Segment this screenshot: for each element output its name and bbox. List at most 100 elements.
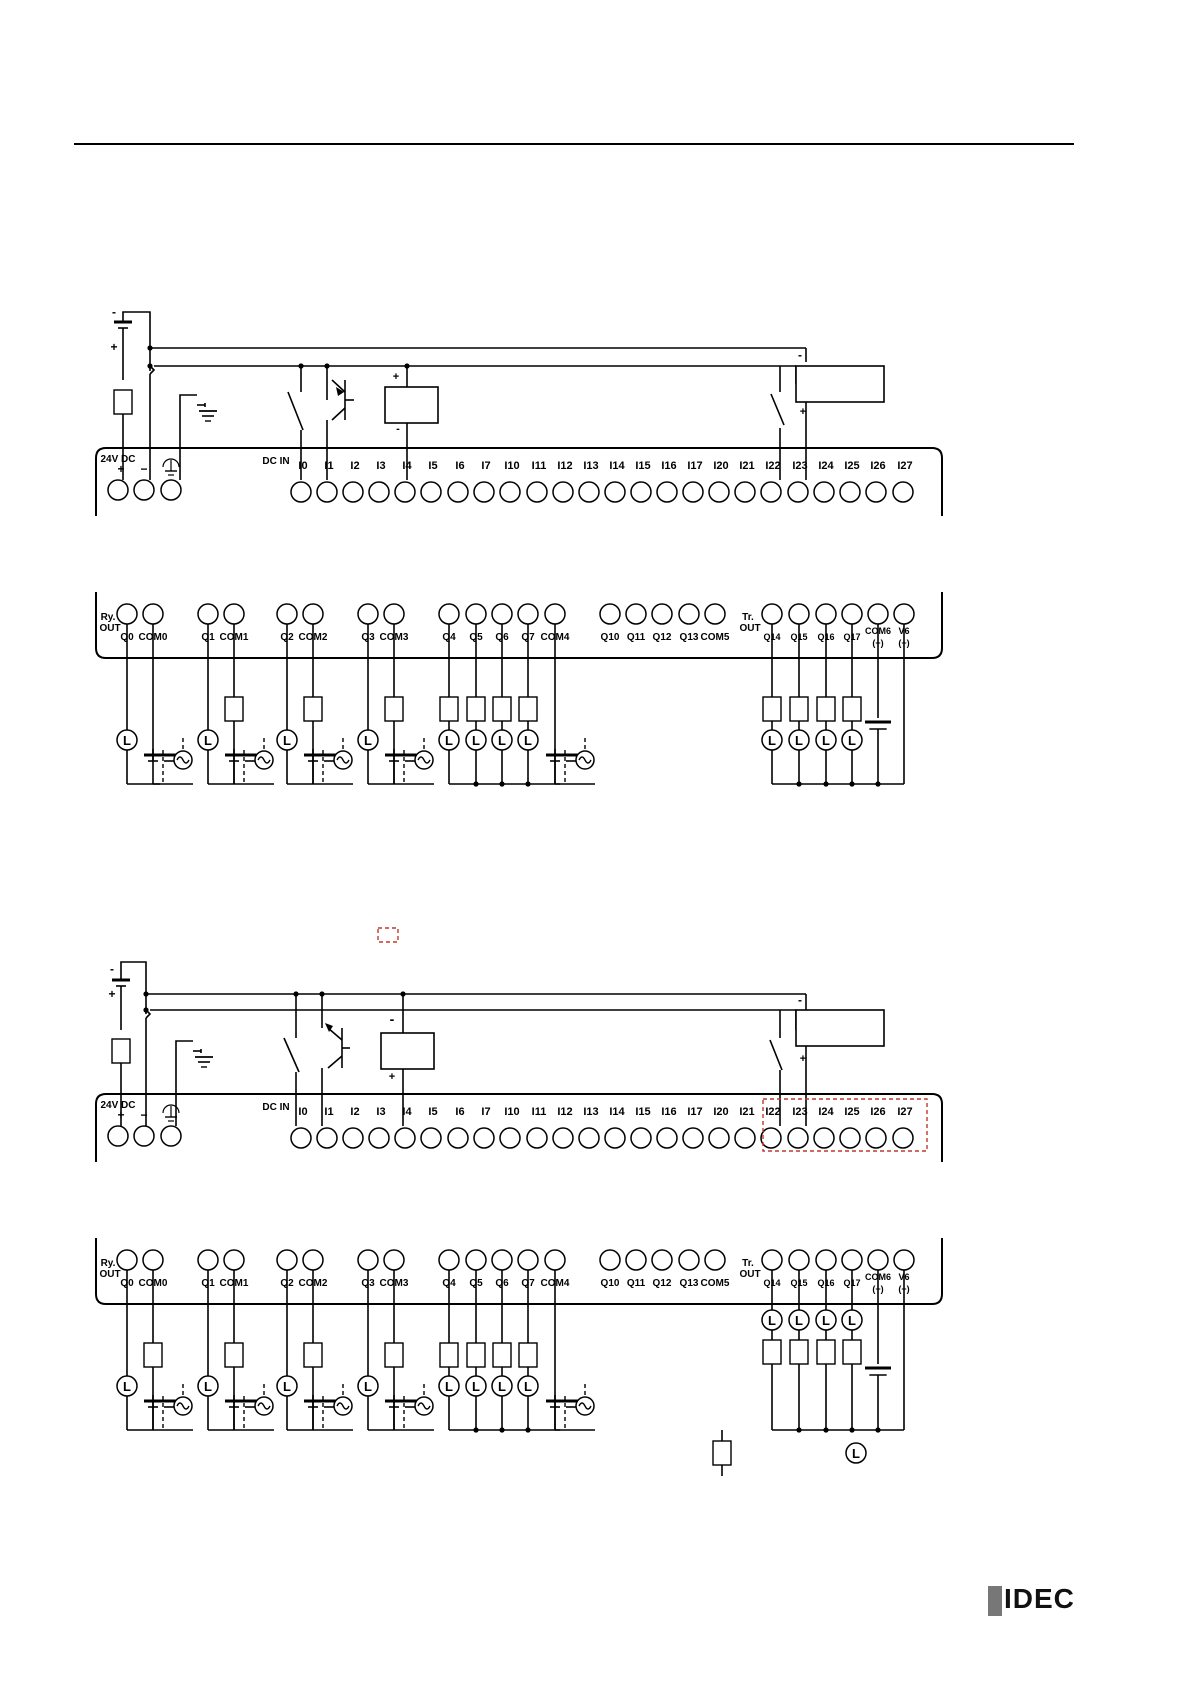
relay-output-terminal (517, 603, 539, 625)
relay-output-terminal (223, 1249, 245, 1271)
fuse-symbol (384, 1342, 404, 1368)
lamp-symbol (517, 1375, 539, 1397)
relay-output-label: Q3 (361, 632, 375, 643)
input-terminal (865, 481, 887, 503)
input-label: I12 (557, 460, 572, 472)
relay-output-label: Q4 (442, 632, 456, 643)
lamp-symbol (116, 1375, 138, 1397)
lamp-label: L (822, 1313, 830, 1328)
input-label: I21 (739, 460, 754, 472)
input-terminal (708, 481, 730, 503)
components (95, 345, 943, 1466)
junction-dot (147, 345, 153, 351)
fuse-symbol (384, 696, 404, 722)
dc-in-label: DC IN (262, 1102, 289, 1113)
wire (327, 1055, 343, 1069)
battery-minus-label: - (110, 962, 114, 976)
input-label: I26 (870, 460, 885, 472)
input-label: I5 (428, 460, 437, 472)
fuse-symbol (518, 696, 538, 722)
junction-dot (147, 363, 153, 369)
input-terminal (290, 481, 312, 503)
output-module-outline (95, 592, 943, 659)
input-terminal (499, 1127, 521, 1149)
power-terminal (160, 479, 182, 501)
relay-output-terminal (704, 1249, 726, 1271)
battery-plus-label: + (108, 987, 115, 1001)
input-terminal (447, 1127, 469, 1149)
sensor-minus-label: - (798, 993, 802, 1007)
lamp-symbol (491, 1375, 513, 1397)
input-terminal (656, 481, 678, 503)
lamp-label: L (852, 1446, 860, 1461)
switch-contact (287, 391, 304, 431)
input-label: I6 (455, 1106, 464, 1118)
tr-output-terminal (815, 603, 837, 625)
tr-output-terminal (867, 1249, 889, 1271)
junction-dot (143, 1007, 149, 1013)
relay-output-terminal (517, 1249, 539, 1271)
fuse-symbol (842, 696, 862, 722)
tr-output-label: Q16 (817, 632, 834, 642)
lamp-label: L (768, 733, 776, 748)
input-terminal (892, 481, 914, 503)
input-terminal (760, 481, 782, 503)
tr-out-label: OUT (739, 623, 760, 634)
fuse-symbol (712, 1440, 732, 1466)
relay-output-label: COM2 (299, 632, 328, 643)
junction-dot (796, 781, 802, 787)
fuse-symbol (111, 1038, 131, 1064)
input-terminal (734, 481, 756, 503)
sensor-plus-label: + (800, 1053, 806, 1065)
relay-output-label: COM4 (541, 1278, 570, 1289)
wire (327, 1027, 343, 1041)
input-label: I17 (687, 460, 702, 472)
input-label: I14 (609, 1106, 625, 1118)
lamp-symbol (845, 1442, 867, 1464)
relay-output-label: Q5 (469, 632, 483, 643)
input-terminal (578, 1127, 600, 1149)
input-module-outline (95, 447, 943, 516)
lamp-symbol (841, 729, 863, 751)
junction-dot (875, 781, 881, 787)
input-label: I1 (324, 1106, 333, 1118)
power-label: 24V DC (100, 454, 135, 465)
power-terminal (107, 1125, 129, 1147)
relay-output-label: COM1 (220, 632, 249, 643)
lamp-label: L (768, 1313, 776, 1328)
lamp-label: L (445, 1379, 453, 1394)
sensor-box (795, 1009, 885, 1047)
lamp-symbol (788, 729, 810, 751)
lamp-symbol (815, 1309, 837, 1331)
switch-contact (283, 1037, 300, 1073)
input-label: I3 (376, 460, 385, 472)
tr-output-label: V6 (898, 1272, 909, 1282)
lamp-symbol (841, 1309, 863, 1331)
junction-dot (525, 781, 531, 787)
relay-output-label: Q1 (201, 1278, 215, 1289)
input-label: I15 (635, 460, 650, 472)
input-label: I20 (713, 1106, 728, 1118)
fuse-symbol (492, 696, 512, 722)
lamp-symbol (465, 729, 487, 751)
sensor-plus-label: + (800, 406, 806, 418)
relay-output-label: Q10 (601, 1278, 620, 1289)
fuse-symbol (439, 696, 459, 722)
sensor-box (795, 365, 885, 403)
input-label: I23 (792, 1106, 807, 1118)
load-minus-label: - (390, 1011, 395, 1027)
wire (175, 1040, 193, 1126)
junction-dot (499, 1427, 505, 1433)
input-label: I13 (583, 460, 598, 472)
lamp-symbol (517, 729, 539, 751)
fuse-symbol (303, 696, 323, 722)
lamp-label: L (795, 733, 803, 748)
load-box (380, 1032, 435, 1070)
com6-polarity-label: (+) (872, 638, 883, 648)
input-terminal (368, 481, 390, 503)
lamp-label: L (445, 733, 453, 748)
relay-output-terminal (491, 1249, 513, 1271)
junction-dot (143, 991, 149, 997)
input-terminal (420, 1127, 442, 1149)
relay-output-terminal (651, 1249, 673, 1271)
